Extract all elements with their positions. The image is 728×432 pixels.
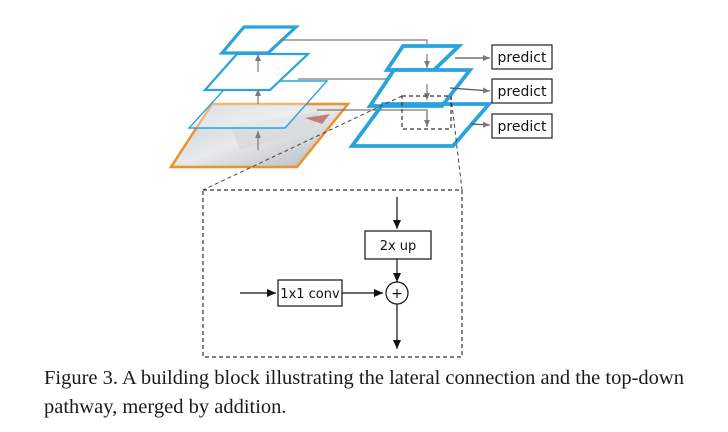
bottom-up-level-3 <box>218 25 301 55</box>
conv-1x1-block: 1x1 conv <box>277 279 343 307</box>
predict-label: predict <box>498 119 547 135</box>
bottom-up-level-2 <box>202 52 311 92</box>
zoom-connectors <box>202 95 463 191</box>
conv-label: 1x1 conv <box>280 287 340 302</box>
bottom-up-pyramid <box>187 25 329 150</box>
bottom-up-level-1 <box>187 80 329 129</box>
top-down-pyramid <box>348 44 494 148</box>
addition-node: + <box>385 281 409 305</box>
plus-symbol: + <box>391 286 403 302</box>
caption-text: A building block illustrating the latera… <box>44 367 684 418</box>
top-down-level-1 <box>348 102 494 148</box>
predict-arrows <box>449 55 491 128</box>
building-block-frame <box>202 189 463 358</box>
building-block-detail: 2x up 1x1 conv + <box>202 189 463 358</box>
predict-label: predict <box>498 84 547 100</box>
top-down-level-2 <box>366 68 474 108</box>
predict-box-1: predict <box>491 44 553 70</box>
predict-box-3: predict <box>491 113 553 139</box>
predict-label: predict <box>498 50 547 66</box>
predict-box-2: predict <box>491 78 553 104</box>
figure-label: Figure 3. <box>44 367 119 389</box>
upsample-label: 2x up <box>380 239 417 254</box>
top-down-level-3 <box>383 44 464 72</box>
figure-caption: Figure 3. A building block illustrating … <box>44 364 694 422</box>
zoom-region-box <box>401 95 452 130</box>
upsample-2x-block: 2x up <box>364 230 432 260</box>
